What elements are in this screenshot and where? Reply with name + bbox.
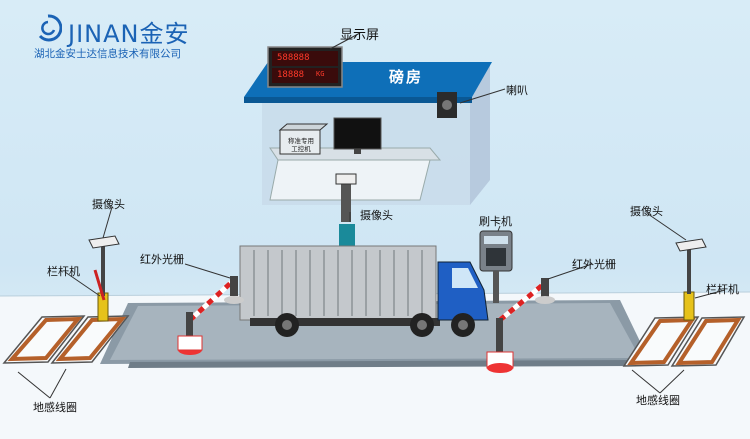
label-camera-right: 摄像头 xyxy=(630,205,663,218)
loop-left xyxy=(2,315,130,364)
display-board xyxy=(267,46,343,88)
truck xyxy=(239,245,489,337)
company-name: 湖北金安士达信息技术有限公司 xyxy=(34,48,181,60)
label-card-reader: 刷卡机 xyxy=(479,215,512,228)
label-speaker: 喇叭 xyxy=(506,84,528,97)
label-loop-left: 地感线圈 xyxy=(33,401,77,414)
label-barrier-right: 栏杆机 xyxy=(706,283,739,296)
label-weigh-house: 磅房 xyxy=(389,68,424,86)
display-row2: 18888 xyxy=(277,70,305,80)
label-ir-grating-right: 红外光栅 xyxy=(572,258,616,271)
label-camera-center: 摄像头 xyxy=(360,209,393,222)
boom-left xyxy=(177,276,244,355)
label-loop-right: 地感线圈 xyxy=(636,394,680,407)
label-display-screen: 显示屏 xyxy=(340,28,380,43)
label-barrier-left: 栏杆机 xyxy=(47,265,80,278)
label-camera-left: 摄像头 xyxy=(92,198,125,211)
barrier-left xyxy=(88,235,120,322)
boom-right xyxy=(486,278,555,373)
loop-right xyxy=(622,316,746,367)
barrier-right xyxy=(675,238,707,321)
logo-icon xyxy=(38,14,62,42)
computer-label: 称准专用 工控机 xyxy=(284,137,318,153)
display-row1: 588888 xyxy=(277,53,310,63)
brand-name: JINAN金安 xyxy=(68,20,190,48)
weigh-house xyxy=(244,62,492,246)
display-unit: KG xyxy=(316,70,325,78)
card-reader xyxy=(479,230,513,303)
computer-label-line2: 工控机 xyxy=(291,145,311,153)
computer-label-line1: 称准专用 xyxy=(288,137,314,145)
label-ir-grating-left: 红外光栅 xyxy=(140,253,184,266)
